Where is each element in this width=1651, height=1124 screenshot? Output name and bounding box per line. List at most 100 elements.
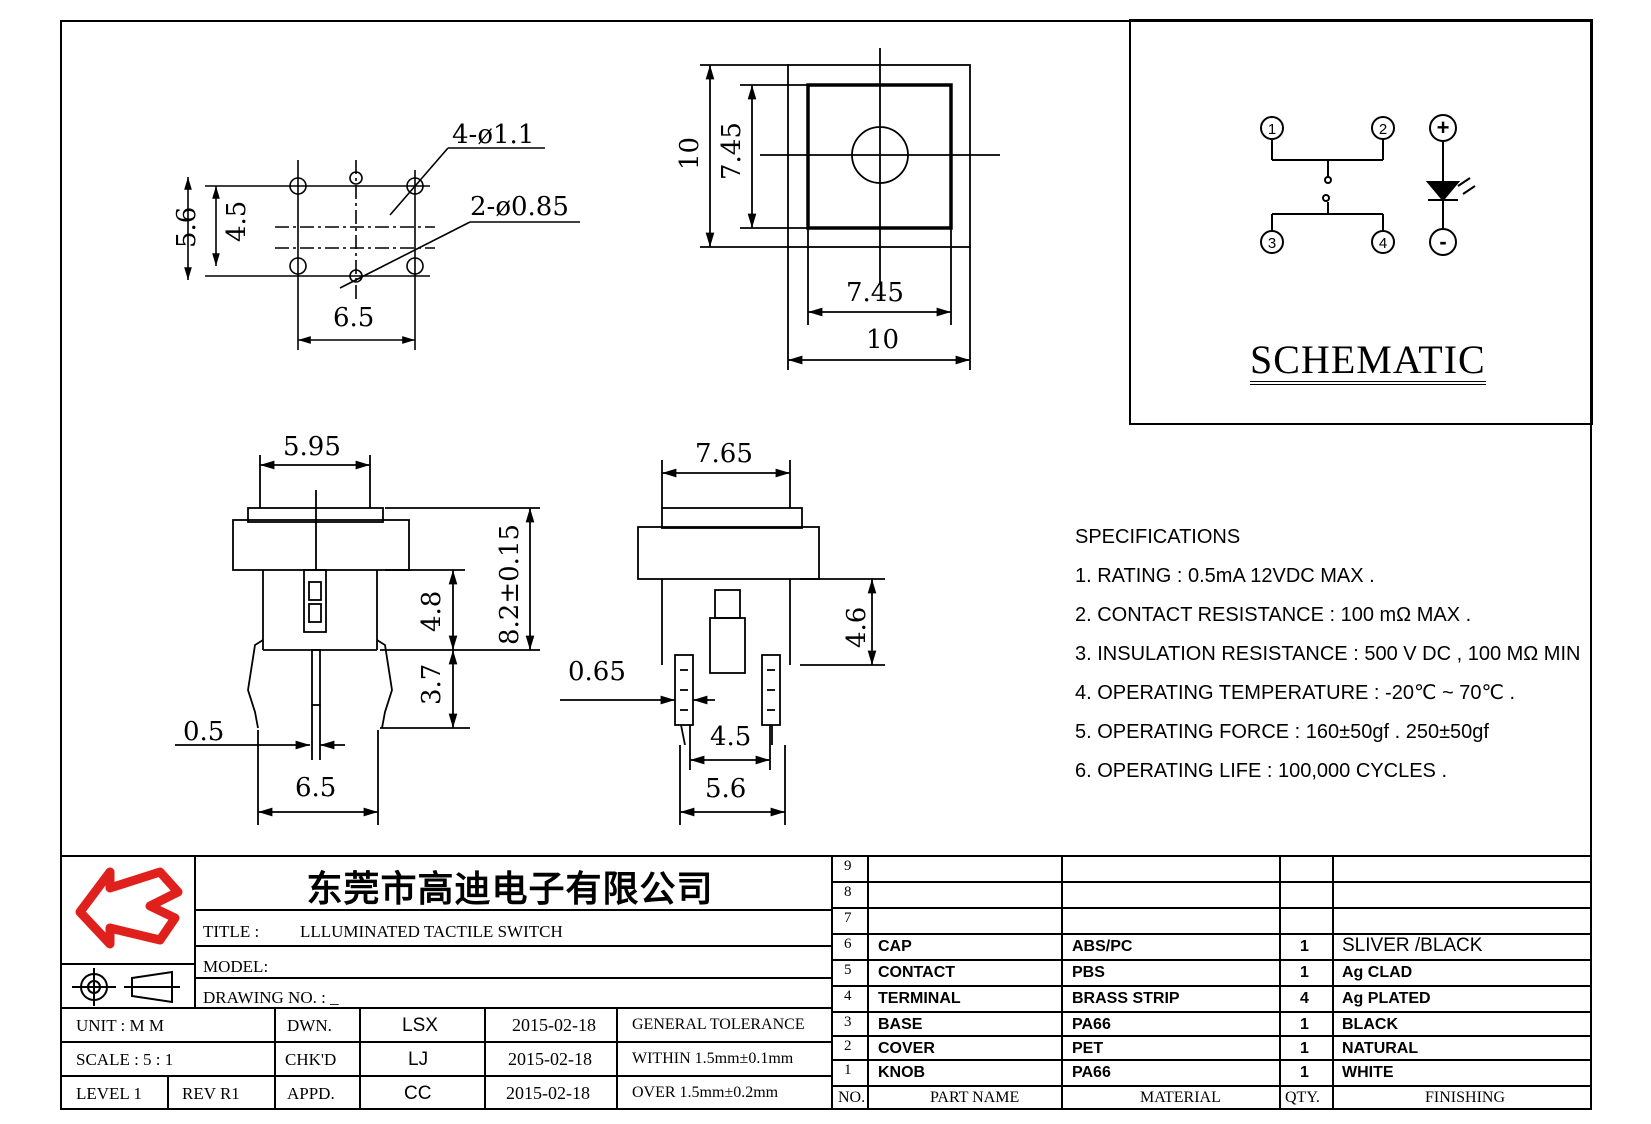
scale-field: SCALE : 5 : 1 [76,1050,174,1069]
dim-top-h-outer: 10 [675,137,705,170]
bom-row-qty: 1 [1300,1040,1309,1057]
chk-name: LJ [408,1049,429,1070]
bom-row-material: BRASS STRIP [1072,990,1180,1007]
spec-item: 3. INSULATION RESISTANCE : 500 V DC , 10… [1075,643,1581,665]
dim-hole-b: 2-ø0.85 [470,192,569,222]
appd-date: 2015-02-18 [506,1083,590,1103]
bom-row-no: 4 [844,988,852,1004]
dim-right-inner: 4.5 [710,722,751,752]
dim-right-outer: 5.6 [705,774,746,804]
bom-row-finishing: BLACK [1342,1016,1398,1033]
bom-header-0: NO. [838,1089,866,1106]
bom-row-no: 1 [844,1062,852,1078]
dim-pitch: 6.5 [295,773,336,803]
dim-right-pin-t: 0.65 [568,657,626,687]
bom-row-no: 6 [844,936,852,952]
dim-total-h: 8.2±0.15 [495,524,525,645]
spec-item: 2. CONTACT RESISTANCE : 100 mΩ MAX . [1075,604,1472,626]
bom-row-no: 3 [844,1014,852,1030]
company-name: 东莞市高迪电子有限公司 [306,869,714,910]
dwn-name: LSX [402,1015,438,1036]
bom-row-part: KNOB [878,1064,926,1081]
bom-row-finishing: Ag PLATED [1342,990,1431,1007]
bom-header-3: QTY. [1285,1089,1320,1106]
title-value: LLLUMINATED TACTILE SWITCH [300,922,563,941]
side-view-left [175,455,540,825]
model-label: MODEL: [203,957,269,976]
company-logo [75,867,183,949]
bom-row-material: ABS/PC [1072,938,1133,955]
bom-row-no: 9 [844,858,852,874]
dim-h-outer: 5.6 [172,207,202,248]
bom-header-4: FINISHING [1425,1089,1505,1106]
rev-field: REV R1 [182,1084,240,1103]
bom-row-no: 7 [844,910,852,926]
chk-label: CHK'D [285,1050,337,1069]
bom-row-no: 2 [844,1038,852,1054]
bom-row-finishing: WHITE [1342,1064,1394,1081]
led-minus-label: - [1439,229,1446,254]
dim-top-h-inner: 7.45 [717,122,747,180]
unit-field: UNIT : M M [76,1016,164,1035]
bom-row-material: PET [1072,1040,1104,1057]
bom-row-no: 8 [844,884,852,900]
bom-row-part: CONTACT [878,964,956,981]
chk-date: 2015-02-18 [508,1049,592,1069]
tolerance-within: WITHIN 1.5mm±0.1mm [632,1050,794,1067]
dwn-date: 2015-02-18 [512,1015,596,1035]
bom-row-part: COVER [878,1040,935,1057]
spec-item: 5. OPERATING FORCE : 160±50gf . 250±50gf [1075,721,1489,743]
dim-w: 6.5 [333,303,374,333]
dim-h-inner: 4.5 [222,201,252,242]
bom-row-qty: 1 [1300,1016,1309,1033]
schematic-title: SCHEMATIC [1250,337,1486,385]
tolerance-heading: GENERAL TOLERANCE [632,1016,805,1033]
top-view [700,48,1000,370]
drawing-no-label: DRAWING NO. : _ [203,988,339,1007]
bom-header-1: PART NAME [930,1089,1020,1106]
bom-row-finishing: SLIVER /BLACK [1342,935,1483,956]
bom-row-part: TERMINAL [878,990,961,1007]
dim-pin-t: 0.5 [183,717,224,747]
spec-item: 6. OPERATING LIFE : 100,000 CYCLES . [1075,760,1448,782]
footprint-view [184,147,580,350]
dim-hole-a: 4-ø1.1 [452,120,534,150]
bom-row-material: PA66 [1072,1064,1111,1081]
bom-header-2: MATERIAL [1140,1089,1221,1106]
specifications: SPECIFICATIONS 1. RATING : 0.5mA 12VDC M… [1075,518,1580,791]
projection-symbol-icon [72,968,180,1006]
bom-row-material: PBS [1072,964,1105,981]
bom-row-no: 5 [844,962,852,978]
dim-right-body-h: 4.6 [842,607,872,648]
bom-row-part: BASE [878,1016,923,1033]
spec-item: 4. OPERATING TEMPERATURE : -20℃ ~ 70℃ . [1075,682,1516,704]
tolerance-over: OVER 1.5mm±0.2mm [632,1084,779,1101]
level-field: LEVEL 1 [76,1084,142,1103]
schematic-box [1129,19,1593,425]
pin-4-label: 4 [1379,235,1387,252]
bom-row-qty: 1 [1300,1064,1309,1081]
bom-row-material: PA66 [1072,1016,1111,1033]
dim-cap-w: 5.95 [283,432,341,462]
title-label: TITLE : [203,922,260,941]
led-plus-label: + [1437,115,1450,140]
bom-row-finishing: NATURAL [1342,1040,1419,1057]
bom-row-qty: 1 [1300,938,1309,955]
bom-row-qty: 4 [1300,990,1309,1007]
pin-3-label: 3 [1268,235,1276,252]
dim-top-w-inner: 7.45 [846,278,904,308]
appd-name: CC [404,1083,432,1104]
bom-row-finishing: Ag CLAD [1342,964,1413,981]
dim-top-w-outer: 10 [866,325,899,355]
side-view-right [560,460,885,825]
spec-item: 1. RATING : 0.5mA 12VDC MAX . [1075,565,1375,587]
dim-pin-h: 3.7 [417,664,447,705]
schematic-symbol [1260,114,1476,256]
spec-heading: SPECIFICATIONS [1075,526,1241,548]
bom-row-part: CAP [878,938,912,955]
dim-body-h: 4.8 [417,591,447,632]
bom-row-qty: 1 [1300,964,1309,981]
dim-right-cap-w: 7.65 [695,439,753,469]
pin-2-label: 2 [1379,121,1387,138]
